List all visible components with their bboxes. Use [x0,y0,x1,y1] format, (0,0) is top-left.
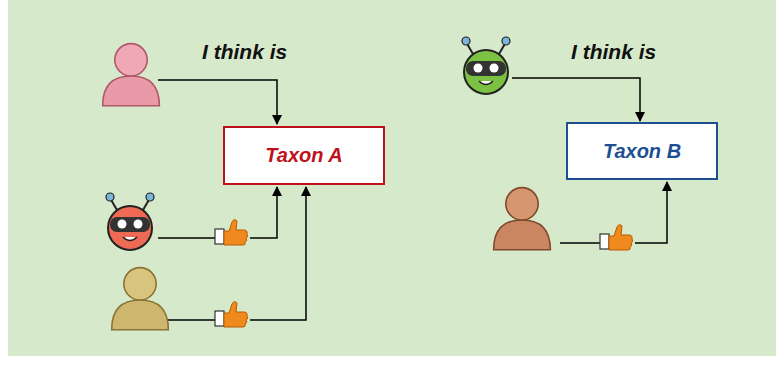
taxon-box: Taxon B [566,122,718,180]
taxon-name: Taxon B [603,140,681,163]
annotation-label: I think is [571,40,656,64]
leader-lines [158,78,667,320]
taxon-box: Taxon A [223,126,385,185]
person-icon [112,268,169,330]
thumbs-up [215,220,248,245]
annotation-label: I think is [202,40,287,64]
robot-icon [106,193,154,250]
background-panel [8,0,776,356]
thumbs-up [600,225,633,250]
thumbs-up [215,302,248,327]
person-icon [494,188,551,250]
person-icon [103,44,160,106]
robot-icon [462,37,510,94]
taxon-name: Taxon A [265,144,342,167]
